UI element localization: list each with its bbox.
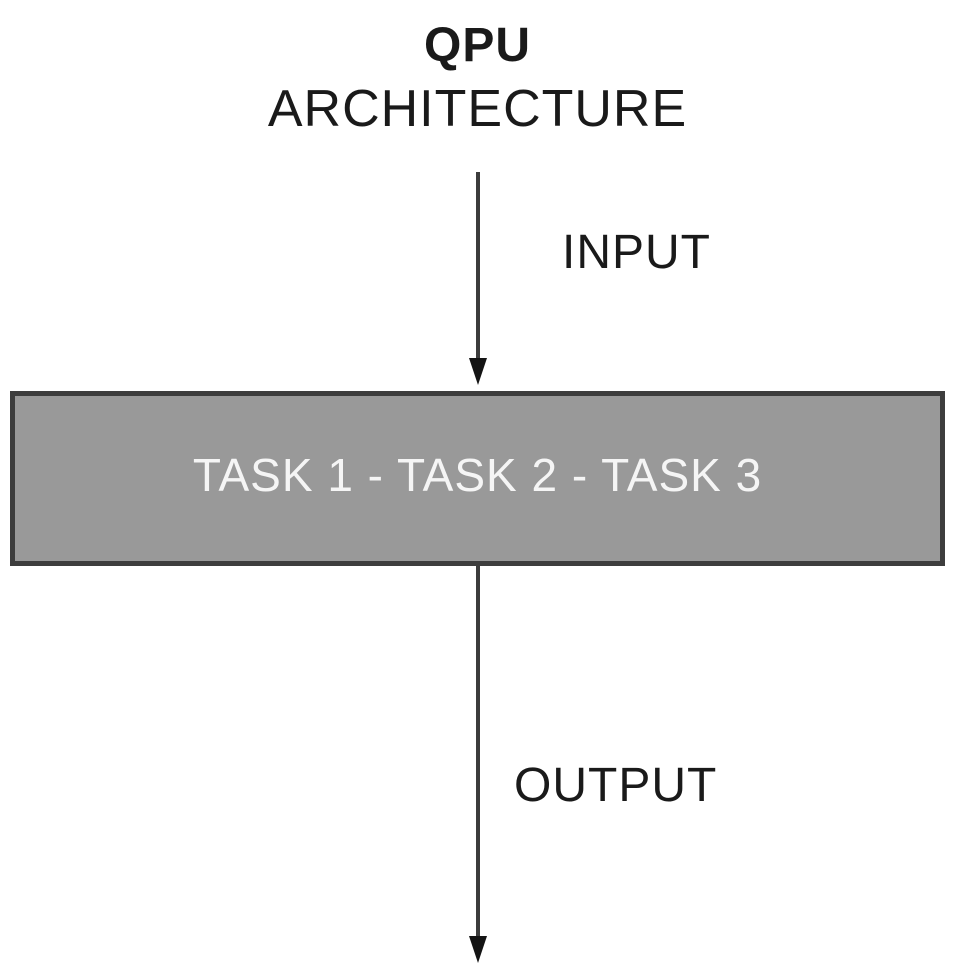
input-arrowhead-icon <box>469 358 487 385</box>
output-arrow <box>469 566 487 963</box>
title-qpu: QPU <box>423 19 531 72</box>
input-label: INPUT <box>562 226 711 279</box>
task-box: TASK 1 - TASK 2 - TASK 3 <box>10 391 945 566</box>
task-box-label: TASK 1 - TASK 2 - TASK 3 <box>192 448 763 501</box>
output-label: OUTPUT <box>514 759 718 812</box>
output-arrowhead-icon <box>469 936 487 963</box>
title-architecture: ARCHITECTURE <box>267 80 688 138</box>
input-arrow <box>469 172 487 385</box>
diagram-title: QPU ARCHITECTURE <box>0 14 955 140</box>
